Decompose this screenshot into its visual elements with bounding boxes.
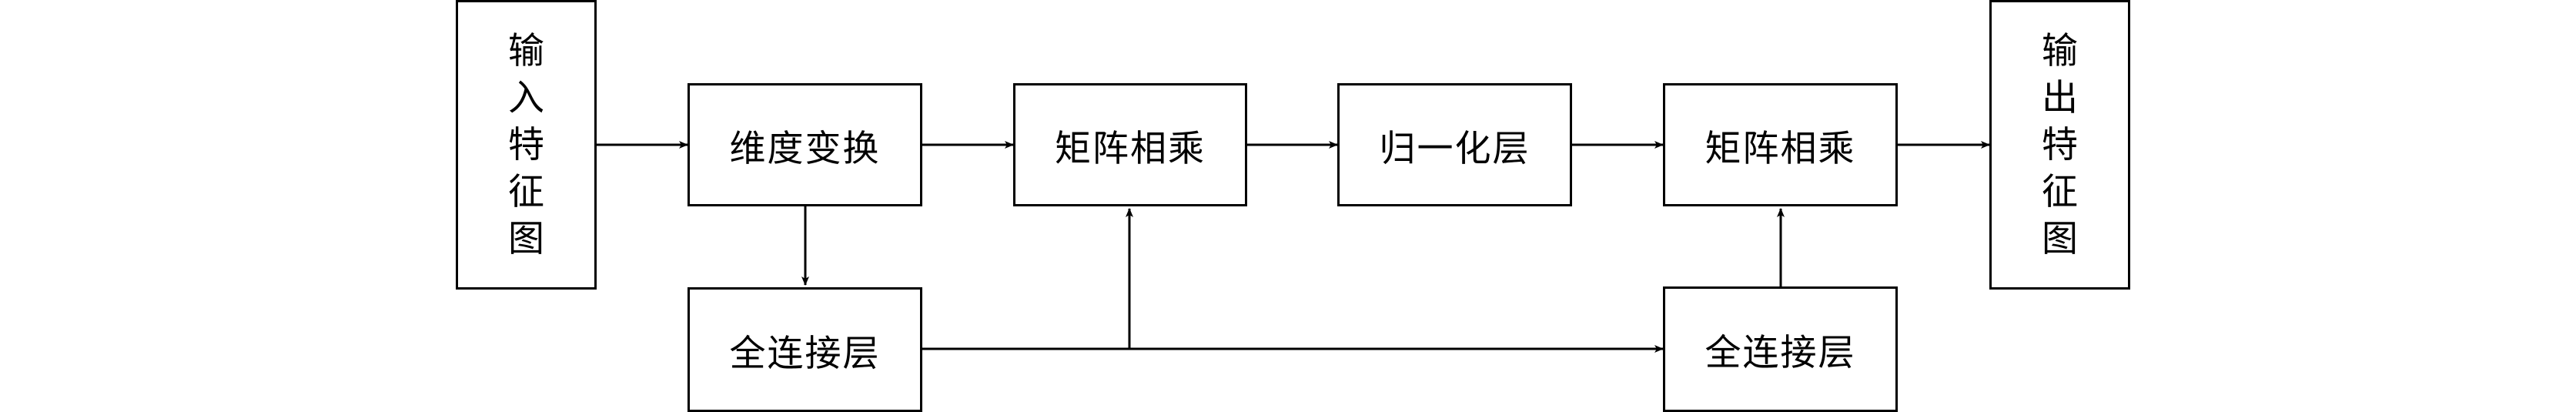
input-feature-map-label: 输入特征图 [507,29,544,260]
fc-1-node: 全连接层 [687,287,922,412]
normalization-label: 归一化层 [1379,127,1531,170]
dim-transform-node: 维度变换 [687,83,922,206]
matmul-2-label: 矩阵相乘 [1705,127,1856,170]
dim-transform-label: 维度变换 [729,127,881,170]
matmul-1-node: 矩阵相乘 [1013,83,1247,206]
normalization-node: 归一化层 [1337,83,1572,206]
output-feature-map-label: 输出特征图 [2041,29,2078,260]
fc-1-label: 全连接层 [729,332,881,375]
output-feature-map-node: 输出特征图 [1989,0,2130,290]
input-feature-map-node: 输入特征图 [456,0,597,290]
fc-2-node: 全连接层 [1663,286,1898,412]
fc-2-label: 全连接层 [1705,332,1856,374]
matmul-2-node: 矩阵相乘 [1663,83,1898,206]
matmul-1-label: 矩阵相乘 [1055,127,1206,170]
